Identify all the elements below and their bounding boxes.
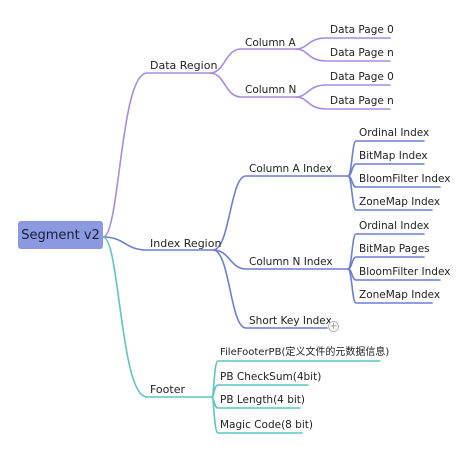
node-col-a-bloomfilter-index[interactable]: BloomFilter Index (359, 173, 451, 185)
node-column-n[interactable]: Column N (245, 84, 297, 96)
connector-index-region-column-a-index (212, 175, 349, 251)
connector-col-a-zonemap (347, 175, 433, 211)
connector-index-region-column-n-index (212, 249, 349, 270)
node-footer-pb-checksum[interactable]: PB CheckSum(4bit) (220, 371, 322, 383)
node-footer-pb-length[interactable]: PB Length(4 bit) (220, 394, 305, 406)
node-index-region[interactable]: Index Region (150, 237, 222, 250)
node-col-n-bitmap-pages[interactable]: BitMap Pages (359, 243, 430, 255)
node-col-a-zonemap-index[interactable]: ZoneMap Index (359, 196, 441, 208)
node-data-region[interactable]: Data Region (150, 59, 218, 72)
connector-index-region-short-key (212, 249, 328, 329)
connector-root-data-region (102, 72, 211, 238)
node-column-n-data-page-0[interactable]: Data Page 0 (330, 71, 394, 83)
root-node[interactable]: Segment v2 (18, 221, 103, 249)
connector-data-region-column-a (209, 48, 297, 74)
connector-col-n-zonemap (347, 268, 433, 304)
connector-footer-magic (211, 396, 303, 434)
connector-data-region-column-n (209, 72, 297, 98)
node-footer[interactable]: Footer (150, 383, 185, 396)
connector-column-a-page-n (295, 48, 391, 62)
connector-column-n-page-n (295, 96, 391, 110)
node-column-a-data-page-0[interactable]: Data Page 0 (330, 24, 394, 36)
node-col-a-ordinal-index[interactable]: Ordinal Index (359, 127, 430, 139)
connector-root-footer (102, 236, 213, 398)
node-col-n-bloomfilter-index[interactable]: BloomFilter Index (359, 266, 451, 278)
node-col-n-zonemap-index[interactable]: ZoneMap Index (359, 289, 441, 301)
node-col-a-bitmap-index[interactable]: BitMap Index (359, 150, 428, 162)
node-footer-filefooterpb[interactable]: FileFooterPB(定义文件的元数据信息) (220, 347, 390, 358)
node-footer-magic-code[interactable]: Magic Code(8 bit) (220, 419, 313, 431)
expand-toggle-button[interactable]: + (328, 320, 339, 332)
node-col-n-ordinal-index[interactable]: Ordinal Index (359, 220, 430, 232)
node-column-n-data-page-n[interactable]: Data Page n (330, 95, 394, 107)
node-column-n-index[interactable]: Column N Index (249, 256, 333, 268)
connector-column-n-page-0 (295, 84, 391, 98)
node-column-a[interactable]: Column A (245, 37, 296, 49)
node-column-a-index[interactable]: Column A Index (249, 163, 332, 175)
root-node-label: Segment v2 (21, 227, 100, 243)
connector-root-index-region (102, 236, 214, 251)
node-short-key-index[interactable]: Short Key Index (249, 315, 332, 327)
connector-column-a-page-0 (295, 37, 391, 50)
node-column-a-data-page-n[interactable]: Data Page n (330, 47, 394, 59)
